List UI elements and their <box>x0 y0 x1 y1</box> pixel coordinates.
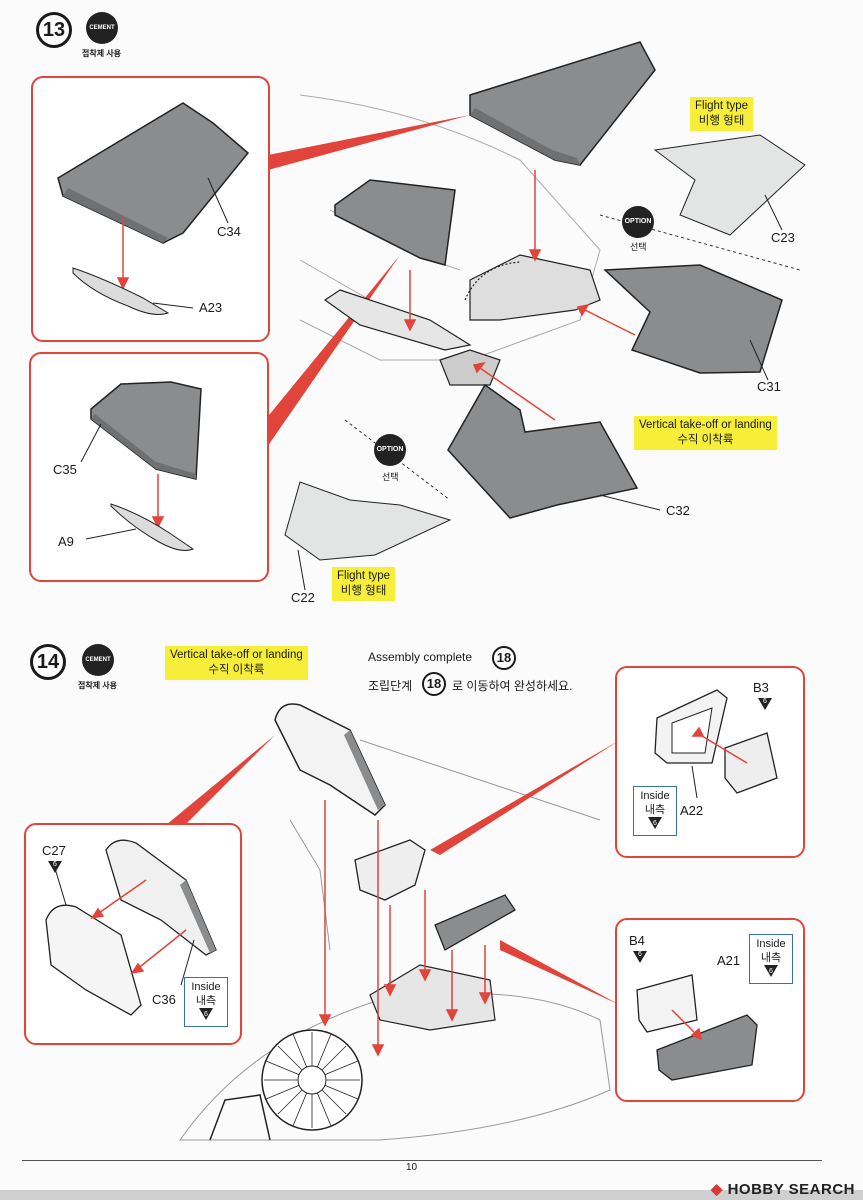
assembly-step-badge-2: 18 <box>422 672 446 696</box>
cement-icon: CEMENT <box>86 12 118 44</box>
step-14-diagram <box>160 703 620 1141</box>
label-b3: B3 <box>753 680 769 695</box>
cement-label-14: 접착제 사용 <box>78 681 118 690</box>
scan-edge <box>0 1190 863 1200</box>
step-13-badge: 13 <box>36 12 72 48</box>
watermark: ◆ HOBBY SEARCH <box>710 1181 855 1198</box>
paint-b4: 6 <box>633 951 647 966</box>
cement-icon-14: CEMENT <box>82 644 114 676</box>
option-label-top: 선택 <box>630 242 647 252</box>
label-a21: A21 <box>717 953 741 968</box>
label-c22: C22 <box>291 590 315 605</box>
label-c32: C32 <box>666 503 690 518</box>
step-13-diagram <box>265 41 806 591</box>
option-icon-bottom: OPTION <box>374 434 406 466</box>
option-label-bottom: 선택 <box>382 472 399 482</box>
watermark-logo-icon: ◆ <box>710 1181 728 1198</box>
option-icon-top: OPTION <box>622 206 654 238</box>
label-a23: A23 <box>199 300 223 315</box>
label-a22: A22 <box>680 803 704 818</box>
label-a9: A9 <box>58 534 74 549</box>
label-c23: C23 <box>771 230 795 245</box>
detail-b3-drawing <box>654 689 778 799</box>
label-c31: C31 <box>757 379 781 394</box>
page-number: 10 <box>405 1162 418 1173</box>
bottom-rule <box>22 1160 822 1161</box>
assembly-step-badge-1: 18 <box>492 646 516 670</box>
detail-box-c34: C34 A23 <box>31 76 270 342</box>
label-c34: C34 <box>217 224 241 239</box>
label-c27: C27 <box>42 843 66 858</box>
detail-c35-drawing <box>80 381 202 551</box>
detail-c34-drawing <box>57 102 250 315</box>
step-14-badge: 14 <box>30 644 66 680</box>
paint-c27: 6 <box>48 861 62 876</box>
assembly-complete-ko-post: 로 이동하여 완성하세요. <box>452 679 573 693</box>
label-b4: B4 <box>629 933 645 948</box>
detail-b4-drawing <box>636 974 758 1081</box>
cement-label: 접착제 사용 <box>82 49 122 58</box>
label-c35: C35 <box>53 462 77 477</box>
detail-c27-drawing <box>45 839 217 1016</box>
detail-box-c35: C35 A9 <box>29 352 269 582</box>
assembly-complete-en: Assembly complete <box>368 650 473 664</box>
paint-b3: 6 <box>758 698 772 713</box>
label-c36: C36 <box>152 992 176 1007</box>
assembly-complete-ko-pre: 조립단계 <box>368 679 413 693</box>
